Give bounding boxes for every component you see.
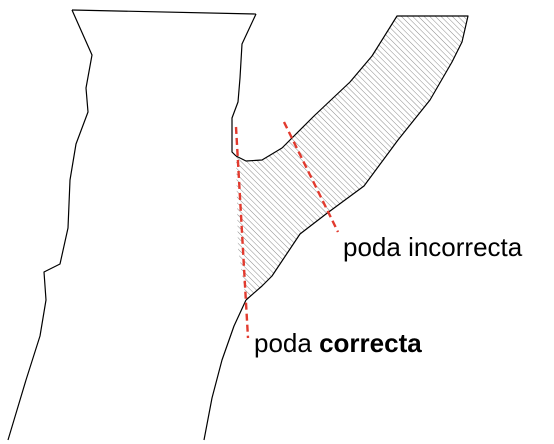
branch-upper-outline	[235, 15, 469, 301]
correct-cut-line	[234, 126, 250, 339]
correct-cut-label-emphasis: correcta	[319, 328, 422, 358]
correct-cut-label: poda correcta	[254, 330, 422, 356]
incorrect-cut-line	[282, 121, 340, 233]
trunk-top-outline	[71, 9, 257, 15]
trunk-right-outline	[231, 13, 257, 157]
correct-cut-label-prefix: poda	[254, 328, 312, 358]
trunk-left-outline	[7, 9, 93, 441]
incorrect-cut-label: poda incorrecta	[343, 232, 523, 262]
hatched-branch-area	[236, 16, 468, 300]
trunk-lower-right-outline	[203, 299, 247, 441]
